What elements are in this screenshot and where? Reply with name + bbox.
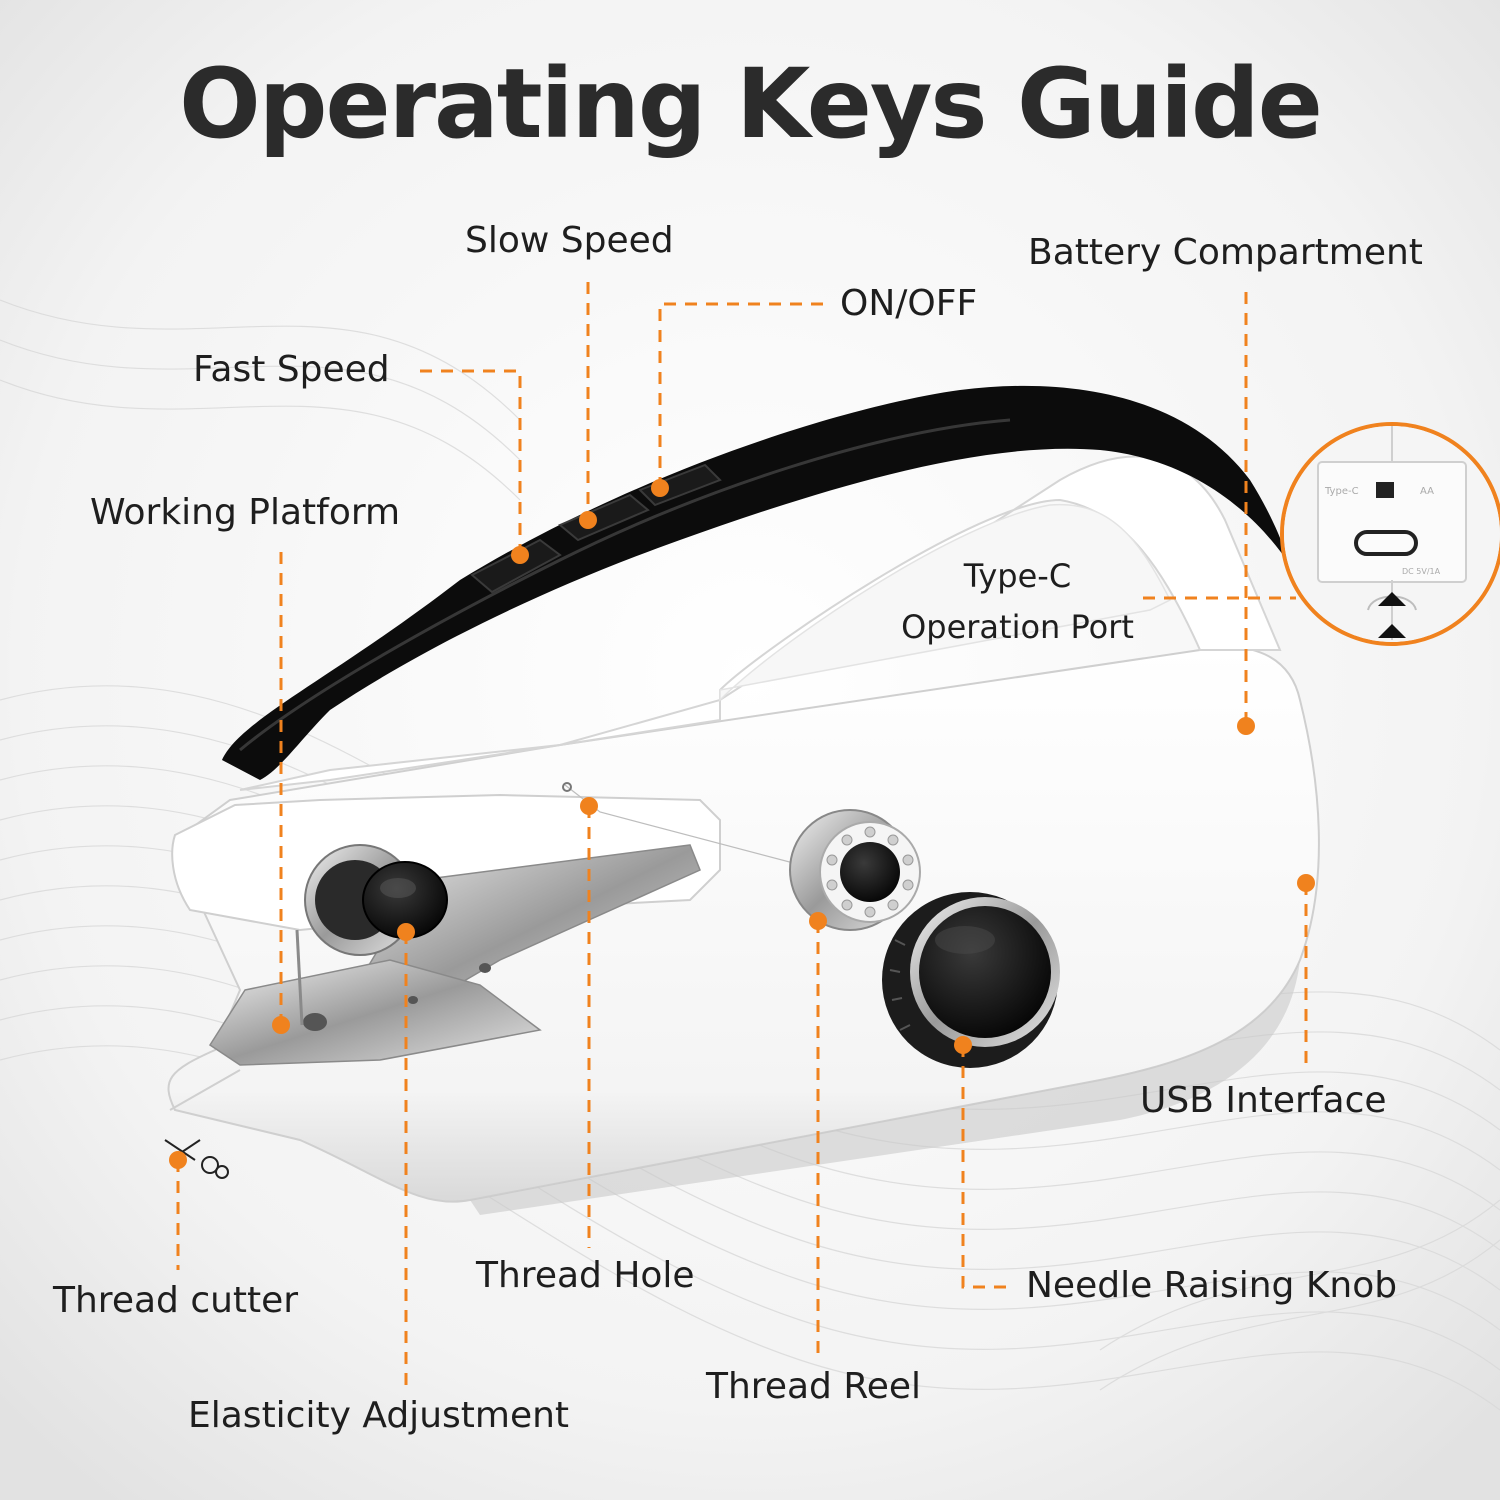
label-thread-hole: Thread Hole [476, 1255, 695, 1296]
label-needle-raising-knob: Needle Raising Knob [1026, 1265, 1398, 1306]
needle-knob-graphic [882, 892, 1060, 1068]
marker-on-off [651, 479, 669, 497]
label-fast-speed: Fast Speed [193, 349, 390, 390]
leader-needle-knob [961, 1045, 1015, 1289]
marker-thread-reel [809, 912, 827, 930]
inset-port-label: Type-C [1324, 486, 1359, 497]
marker-thread-hole [580, 797, 598, 815]
leader-on-off [658, 302, 823, 488]
marker-working-platform [272, 1016, 290, 1034]
inset-rating-label: DC 5V/1A [1402, 567, 1441, 576]
handle-black-strip [222, 385, 1290, 780]
marker-usb [1297, 874, 1315, 892]
label-usb-interface: USB Interface [1140, 1080, 1387, 1121]
label-type-c-line2: Operation Port [901, 607, 1134, 646]
label-type-c: Type-C Operation Port [880, 558, 1155, 646]
thread-reel-graphic [789, 809, 921, 931]
label-battery-compartment: Battery Compartment [1028, 232, 1423, 273]
marker-elasticity [397, 923, 415, 941]
machine-body [167, 646, 1320, 1203]
elasticity-knob [304, 844, 448, 956]
label-elasticity-adjustment: Elasticity Adjustment [188, 1395, 570, 1436]
marker-needle-knob [954, 1036, 972, 1054]
label-slow-speed: Slow Speed [465, 220, 674, 261]
marker-battery [1237, 717, 1255, 735]
leader-fast-speed [420, 369, 522, 555]
marker-fast-speed [511, 546, 529, 564]
label-thread-cutter: Thread cutter [53, 1280, 299, 1321]
marker-thread-cutter [169, 1151, 187, 1169]
marker-slow-speed [579, 511, 597, 529]
label-on-off: ON/OFF [840, 283, 978, 324]
label-thread-reel: Thread Reel [706, 1366, 922, 1407]
label-type-c-line1: Type-C [963, 557, 1072, 595]
page-title: Operating Keys Guide [179, 48, 1323, 160]
inset-battery-label: AA [1420, 486, 1434, 497]
label-working-platform: Working Platform [90, 492, 401, 533]
